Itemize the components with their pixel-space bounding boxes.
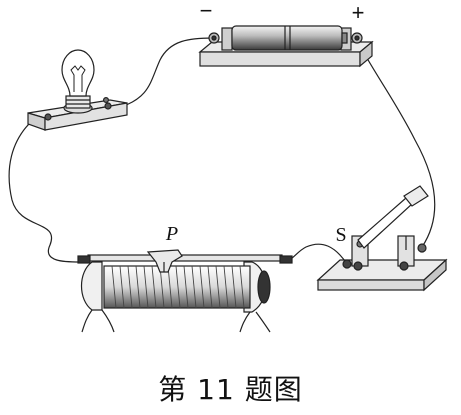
wire-battery-to-switch — [356, 39, 436, 248]
rheostat-icon — [77, 249, 293, 333]
wire-bulb-to-rheostat — [8, 117, 81, 263]
slider-label: P — [165, 223, 178, 245]
switch-label: S — [335, 224, 346, 246]
battery-positive-label: + — [352, 0, 365, 25]
knife-switch-icon[interactable] — [316, 185, 448, 292]
light-bulb-icon — [27, 49, 128, 131]
battery-negative-label: − — [200, 0, 213, 23]
battery-icon — [198, 25, 374, 68]
slider-p[interactable] — [146, 249, 183, 273]
wire-battery-to-bulb — [117, 37, 214, 109]
figure-caption: 第 11 题图 — [158, 373, 303, 406]
coil-windings — [111, 265, 245, 309]
